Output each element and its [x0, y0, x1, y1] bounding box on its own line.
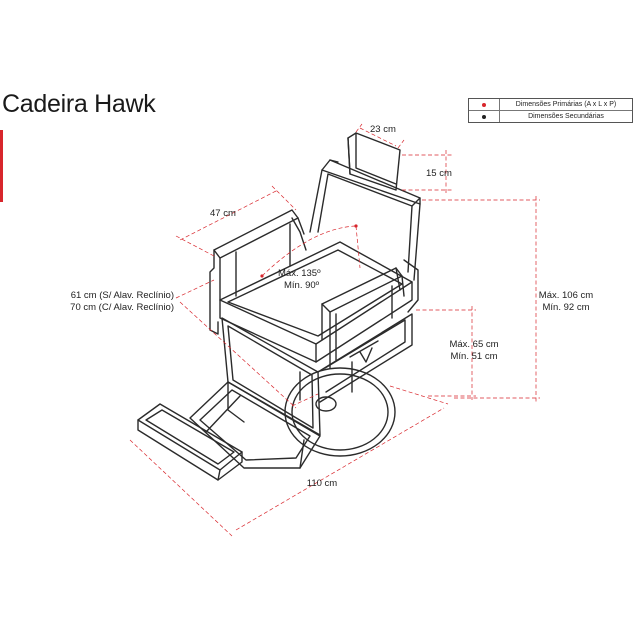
- legend-secondary-label: Dimensões Secundárias: [528, 113, 604, 120]
- label-height-min: Mín. 92 cm: [543, 302, 590, 313]
- dimension-legend: Dimensões Primárias (A x L x P) Dimensõe…: [468, 98, 633, 123]
- seat: [219, 241, 413, 345]
- label-recline-max: Máx. 135º: [278, 268, 321, 279]
- page-title: Cadeira Hawk: [2, 90, 156, 118]
- dim-seat-width: [175, 185, 297, 257]
- primary-dot-icon: [469, 99, 500, 110]
- label-seat-depth-without: 61 cm (S/ Alav. Reclínio): [71, 290, 174, 301]
- dim-recline-arc: [261, 225, 357, 277]
- label-seat-width: 47 cm: [210, 208, 236, 219]
- label-seat-height-max: Máx. 65 cm: [449, 339, 498, 350]
- dim-total-height: [422, 196, 540, 402]
- legend-row-primary: Dimensões Primárias (A x L x P): [469, 99, 632, 111]
- right-armrest: [321, 267, 403, 313]
- dim-total-length: [129, 385, 449, 537]
- legend-primary-label: Dimensões Primárias (A x L x P): [515, 101, 617, 108]
- base-disc: [284, 367, 396, 457]
- label-total-length: 110 cm: [307, 478, 338, 489]
- dim-headrest-width: [355, 123, 405, 149]
- label-headrest-height: 15 cm: [426, 168, 452, 179]
- accent-bar: [0, 130, 3, 202]
- dim-headrest-height: [402, 150, 454, 194]
- label-seat-height-min: Mín. 51 cm: [451, 351, 498, 362]
- chair-outline: [137, 132, 421, 481]
- foot-pedal: [137, 403, 243, 471]
- label-seat-depth-with: 70 cm (C/ Alav. Reclínio): [70, 302, 174, 313]
- footrest: [189, 381, 321, 469]
- legend-row-secondary: Dimensões Secundárias: [469, 111, 632, 122]
- dim-seat-height: [416, 306, 476, 400]
- backrest: [309, 169, 421, 281]
- dimension-arrowheads: [260, 224, 358, 278]
- secondary-dot-icon: [469, 111, 500, 122]
- label-recline-min: Mín. 90º: [284, 280, 320, 291]
- dim-seat-depth: [175, 279, 319, 409]
- dimension-lines: [129, 123, 540, 537]
- label-headrest-width: 23 cm: [370, 124, 396, 135]
- label-height-max: Máx. 106 cm: [539, 290, 593, 301]
- dimension-labels: 23 cm 15 cm 47 cm Máx. 135º Mín. 90º 61 …: [70, 124, 593, 489]
